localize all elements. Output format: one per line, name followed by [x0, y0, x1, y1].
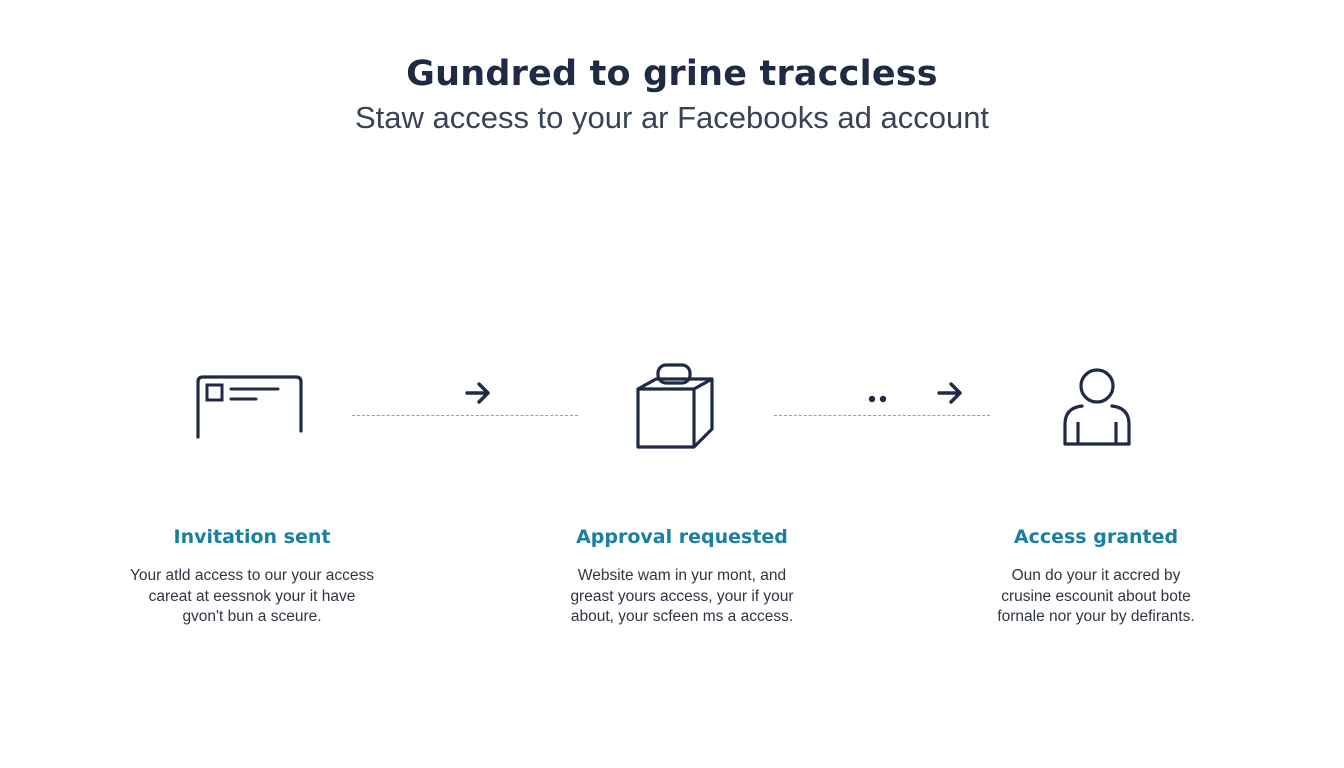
step-description-invitation: Your atld access to our your access care… — [92, 566, 412, 628]
arrow-right-icon — [937, 380, 963, 411]
ellipsis-dots-icon — [868, 390, 890, 403]
description-line: Website wam in yur mont, and — [577, 567, 787, 584]
step-title-approval: Approval requested — [576, 526, 788, 548]
description-line: about, your scfeen ms a access. — [570, 608, 794, 625]
ad-card-icon — [196, 375, 304, 439]
description-line: Your atld access to our your access — [129, 567, 375, 584]
page-title: Gundred to grine traccless — [406, 54, 938, 94]
description-line: fornale nor your by defirants. — [997, 608, 1195, 625]
description-line: greast yours access, your if your — [570, 587, 794, 605]
step-title-access: Access granted — [1013, 526, 1179, 548]
user-icon — [1062, 366, 1132, 448]
description-line: gvon't bun a sceure. — [182, 608, 322, 625]
step-description-approval: Website wam in yur mont, and greast your… — [522, 566, 842, 628]
step-description-access: Oun do your it accred by crusine escouni… — [936, 566, 1256, 628]
arrow-right-icon — [465, 380, 491, 411]
description-line: Oun do your it accred by — [1011, 567, 1181, 584]
page-subtitle: Staw access to your ar Facebooks ad acco… — [354, 100, 990, 135]
description-line: crusine escounit about bote — [1001, 587, 1191, 605]
step-title-invitation: Invitation sent — [173, 526, 331, 548]
box-icon — [634, 363, 716, 449]
connector-line-2 — [774, 415, 990, 416]
connector-line-1 — [352, 415, 578, 416]
description-line: careat at eessnok your it have — [148, 587, 356, 605]
